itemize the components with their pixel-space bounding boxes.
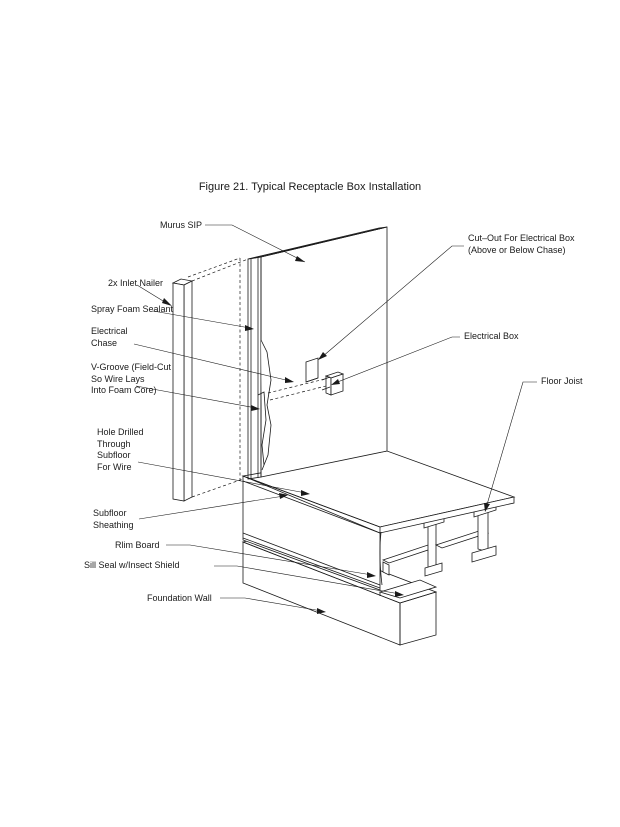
label-floor-joist: Floor Joist: [541, 376, 583, 386]
nailer-projection-lines: [187, 257, 249, 498]
inlet-nailer: [171, 278, 194, 502]
label-v-groove-line3: Into Foam Core): [91, 385, 157, 395]
sill-seal: [378, 579, 438, 599]
label-hole-line1: Hole Drilled: [97, 427, 144, 437]
label-foundation-wall: Foundation Wall: [147, 593, 212, 603]
wire-below-floor: [379, 531, 383, 586]
label-v-groove-line1: V-Groove (Field-Cut: [91, 362, 172, 372]
leader-lines: [133, 224, 537, 614]
label-electrical-chase-line2: Chase: [91, 337, 118, 348]
electrical-box: [321, 371, 345, 396]
label-hole-line2: Through: [97, 438, 131, 449]
label-v-groove: V-Groove (Field-Cut So Wire Lays Into Fo…: [91, 362, 171, 397]
label-hole-line4: For Wire: [97, 461, 132, 472]
label-electrical-chase: Electrical Chase: [91, 326, 128, 349]
figure-title: Figure 21. Typical Receptacle Box Instal…: [198, 181, 422, 193]
chase-wire-dashed-2: [269, 384, 331, 401]
label-subfloor-line2: Sheathing: [93, 519, 134, 530]
electrical-box-cutout: [305, 357, 319, 383]
label-hole-drilled: Hole Drilled Through Subfloor For Wire: [97, 427, 144, 473]
label-rim-board: Rlim Board: [115, 540, 160, 550]
label-subfloor: Subfloor Sheathing: [93, 508, 134, 531]
label-electrical-box: Electrical Box: [464, 331, 519, 341]
label-spray-foam: Spray Foam Sealant: [91, 304, 174, 314]
sip-wall: [247, 226, 388, 480]
label-subfloor-line1: Subfloor: [93, 508, 127, 518]
label-cutout-line2: (Above or Below Chase): [468, 244, 566, 255]
label-sill-seal: Sill Seal w/Insect Shield: [84, 560, 180, 570]
rim-board: [242, 475, 381, 591]
label-murus-sip: Murus SIP: [159, 220, 202, 230]
label-electrical-chase-line1: Electrical: [91, 326, 128, 336]
label-cutout-line1: Cut–Out For Electrical Box: [468, 233, 575, 243]
label-hole-line3: Subfloor: [97, 450, 131, 460]
label-v-groove-line2: So Wire Lays: [91, 373, 145, 384]
label-inlet-nailer: 2x Inlet Nailer: [108, 278, 164, 288]
label-cutout: Cut–Out For Electrical Box (Above or Bel…: [468, 233, 575, 256]
